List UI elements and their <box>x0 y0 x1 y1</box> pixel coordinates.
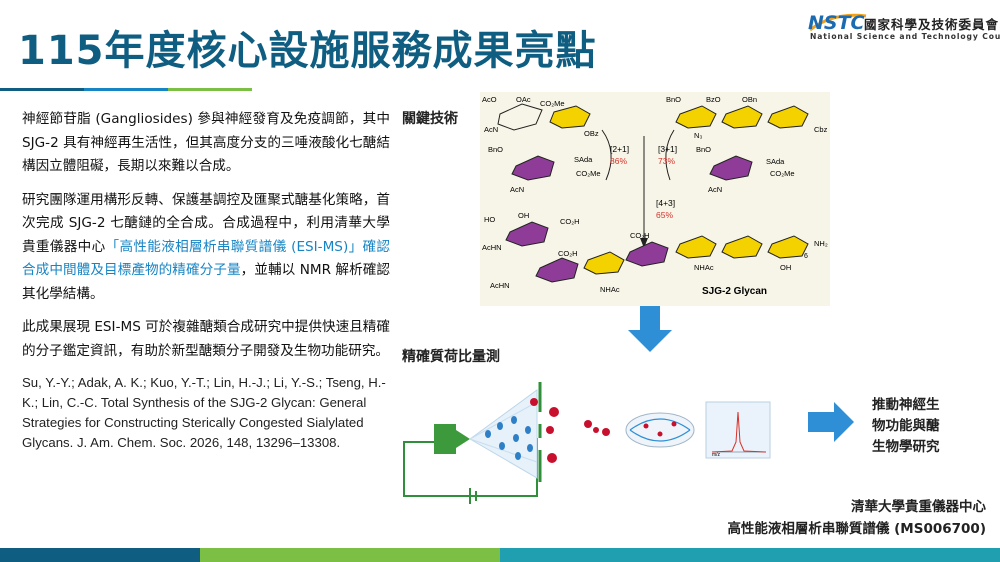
step-label: [3+1] <box>658 144 677 154</box>
group-label: OBz <box>584 129 599 138</box>
step-yield: 73% <box>658 156 675 166</box>
paragraph-impact: 此成果展現 ESI-MS 可於複雜醣類合成研究中提供快速且精確的分子鑑定資訊，有… <box>22 319 390 359</box>
group-label: CO₂Me <box>540 99 565 108</box>
step-yield: 65% <box>656 210 673 220</box>
esi-ms-diagram: m/z <box>403 382 854 504</box>
body-text: 神經節苷脂 (Gangliosides) 參與神經發育及免疫調節，其中 SJG-… <box>22 108 390 453</box>
page-title: 115年度核心設施服務成果亮點 <box>18 28 597 74</box>
paragraph-method-part2: ，並輔以 NMR 解析確認其化學結構。 <box>22 262 391 302</box>
group-label: CO₂H <box>630 231 650 240</box>
spectrum-axis-label: m/z <box>712 452 721 458</box>
title-underline <box>0 88 252 91</box>
paragraph-method-highlight: 「高性能液相層析串聯質譜儀 (ESI-MS)」確認合成中間體及目標產物的精確分子… <box>22 238 391 279</box>
group-label: AcN <box>510 185 524 194</box>
bottom-color-bar <box>0 548 1000 562</box>
group-label: OBn <box>742 95 757 104</box>
group-label: NHAc <box>600 285 620 294</box>
group-label: SAda <box>574 155 593 164</box>
product-label: SJG-2 Glycan <box>702 286 767 297</box>
group-label: NHAc <box>694 263 714 272</box>
group-label: BnO <box>696 145 711 154</box>
group-label: CO₂H <box>560 217 580 226</box>
credit-line-instrument: 高性能液相層析串聯質譜儀 (MS006700) <box>727 521 986 537</box>
conclusion-line: 推動神經生 <box>872 397 940 413</box>
conclusion-text: 推動神經生 物功能與醣 生物學研究 <box>872 395 940 458</box>
logo-swoosh-icon <box>809 13 867 32</box>
nstc-logo: NSTC 國家科學及技術委員會 National Science and Tec… <box>808 10 1000 46</box>
credit-line-center: 清華大學貴重儀器中心 <box>851 499 986 515</box>
group-label: AcN <box>708 185 722 194</box>
conclusion-line: 生物學研究 <box>872 439 940 455</box>
reference-citation: Su, Y.-Y.; Adak, A. K.; Kuo, Y.-T.; Lin,… <box>22 375 386 450</box>
group-label: BnO <box>488 145 503 154</box>
group-label: CO₂H <box>558 249 578 258</box>
group-label: OH <box>780 263 791 272</box>
group-label: HO <box>484 215 495 224</box>
step-label: [2+1] <box>610 144 629 154</box>
group-label: NH₂ <box>814 239 828 248</box>
group-label: N₃ <box>694 131 702 140</box>
group-label: AcO <box>482 95 497 104</box>
group-label: Cbz <box>814 125 828 134</box>
group-label: AcHN <box>490 281 510 290</box>
group-label: 6 <box>804 253 808 260</box>
paragraph-method: 研究團隊運用構形反轉、保護基調控及匯聚式醣基化策略，首次完成 SJG-2 七醣鏈… <box>22 189 390 307</box>
facility-credit: 清華大學貴重儀器中心 高性能液相層析串聯質譜儀 (MS006700) <box>727 496 986 540</box>
group-label: BnO <box>666 95 681 104</box>
step-label: [4+3] <box>656 198 675 208</box>
group-label: CO₂Me <box>576 169 601 178</box>
key-technology-label: 關鍵技術 <box>402 111 458 127</box>
group-label: OH <box>518 211 529 220</box>
paragraph-method-part1: 研究團隊運用構形反轉、保護基調控及匯聚式醣基化策略，首次完成 SJG-2 七醣鏈… <box>22 191 390 255</box>
logo-name-en: National Science and Technology Council <box>810 32 1000 41</box>
logo-mark: NSTC <box>808 12 865 34</box>
group-label: AcN <box>484 125 498 134</box>
group-label: BzO <box>706 95 721 104</box>
group-label: AcHN <box>482 243 502 252</box>
synthesis-scheme: AcO OAc CO₂Me AcN OBz BnO BzO OBn N₃ Cbz… <box>480 92 830 306</box>
step-yield: 86% <box>610 156 627 166</box>
group-label: CO₂Me <box>770 169 795 178</box>
logo-name-zh: 國家科學及技術委員會 <box>864 17 1000 32</box>
conclusion-line: 物功能與醣 <box>872 418 940 434</box>
group-label: OAc <box>516 95 531 104</box>
synthesis-scheme-diagram: AcO OAc CO₂Me AcN OBz BnO BzO OBn N₃ Cbz… <box>482 95 828 297</box>
mass-measurement-label: 精確質荷比量測 <box>402 349 500 365</box>
down-arrow-icon <box>628 306 672 352</box>
paragraph-background: 神經節苷脂 (Gangliosides) 參與神經發育及免疫調節，其中 SJG-… <box>22 111 390 174</box>
group-label: SAda <box>766 157 785 166</box>
